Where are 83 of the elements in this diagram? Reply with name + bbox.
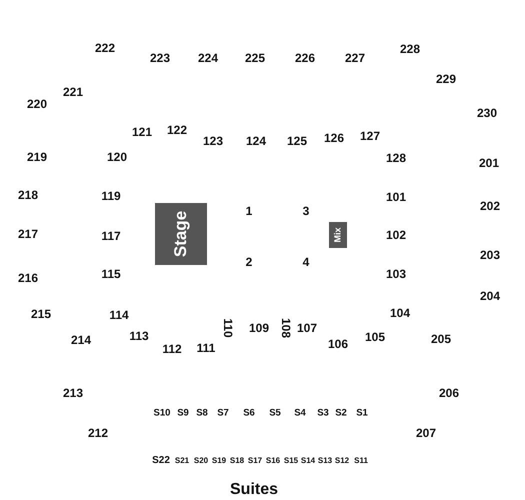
- section-number: 212: [88, 427, 108, 439]
- section-number: S15: [284, 457, 298, 465]
- section-number: S12: [334, 457, 350, 465]
- section-number: 1: [246, 205, 252, 217]
- section-number: S16: [266, 457, 280, 465]
- mix-position-block: [329, 222, 347, 248]
- section-number: 111: [196, 342, 216, 354]
- section-number: 114: [109, 309, 129, 321]
- section-number: 228: [400, 43, 420, 55]
- section-number: S21: [174, 457, 190, 465]
- section-number: 216: [18, 272, 38, 284]
- section-number: S20: [194, 457, 208, 465]
- section-number: 224: [198, 52, 218, 64]
- section-number: 128: [386, 152, 406, 164]
- section-number: S22: [152, 456, 170, 466]
- section-number: 201: [478, 157, 500, 169]
- section-number: 205: [430, 333, 452, 345]
- section-number: S5: [269, 408, 281, 418]
- section-number: 119: [101, 190, 121, 202]
- section-number: S7: [217, 408, 229, 418]
- section-number: 220: [26, 98, 48, 110]
- section-number: 215: [30, 308, 52, 320]
- section-number: 230: [476, 107, 498, 119]
- section-number: S17: [248, 457, 262, 465]
- section-number: S2: [335, 408, 347, 418]
- section-number: S1: [356, 408, 368, 418]
- section-number: 2: [246, 256, 252, 268]
- stage-block: [155, 203, 207, 265]
- stage-label: Stage: [171, 210, 191, 258]
- section-number: 217: [18, 228, 38, 240]
- section-number: 105: [364, 331, 386, 343]
- section-number: S8: [196, 408, 208, 418]
- section-number: S6: [243, 408, 255, 418]
- mix-label: Mix: [333, 228, 343, 242]
- section-number: 123: [202, 135, 224, 147]
- section-number: 124: [246, 135, 266, 147]
- section-number: 4: [302, 256, 310, 268]
- section-number: 106: [328, 338, 348, 350]
- section-number: 219: [26, 151, 48, 163]
- section-number: 229: [436, 73, 456, 85]
- section-number: S19: [212, 457, 226, 465]
- section-number: S3: [317, 408, 329, 418]
- section-number: 113: [129, 330, 149, 342]
- section-number: 3: [302, 205, 310, 217]
- section-number: 204: [480, 290, 500, 302]
- section-number: 223: [150, 52, 170, 64]
- section-number: S14: [300, 457, 316, 465]
- section-number: S18: [230, 457, 244, 465]
- section-number: 221: [62, 86, 84, 98]
- area-label: Suites: [230, 482, 278, 498]
- section-number: S13: [318, 457, 332, 465]
- section-number: 107: [296, 322, 318, 334]
- section-number: 104: [390, 307, 410, 319]
- section-number: 126: [324, 132, 344, 144]
- section-number: 102: [386, 229, 406, 241]
- section-number: 227: [344, 52, 366, 64]
- section-number: 120: [106, 151, 128, 163]
- section-number: 207: [416, 427, 436, 439]
- section-number: 218: [18, 189, 38, 201]
- section-number: 226: [294, 52, 316, 64]
- section-number: 117: [101, 230, 121, 242]
- section-number: 125: [286, 135, 308, 147]
- section-number: 222: [94, 42, 116, 54]
- section-number: 202: [480, 200, 500, 212]
- section-number: 122: [166, 124, 188, 136]
- section-number: 203: [480, 249, 500, 261]
- section-number: 109: [248, 322, 270, 334]
- section-number: 110: [222, 318, 234, 338]
- section-number: 214: [70, 334, 92, 346]
- section-number: S11: [354, 457, 368, 465]
- section-number: 213: [62, 387, 84, 399]
- section-number: 101: [386, 191, 406, 203]
- section-number: S4: [294, 408, 306, 418]
- section-number: S9: [177, 408, 189, 418]
- section-number: 103: [386, 268, 406, 280]
- section-number: 115: [101, 268, 121, 280]
- section-number: 127: [360, 130, 380, 142]
- section-number: 112: [162, 343, 182, 355]
- section-number: 206: [438, 387, 460, 399]
- section-number: 121: [132, 126, 152, 138]
- section-number: 108: [280, 318, 292, 338]
- section-number: S10: [154, 408, 170, 418]
- section-number: 225: [244, 52, 266, 64]
